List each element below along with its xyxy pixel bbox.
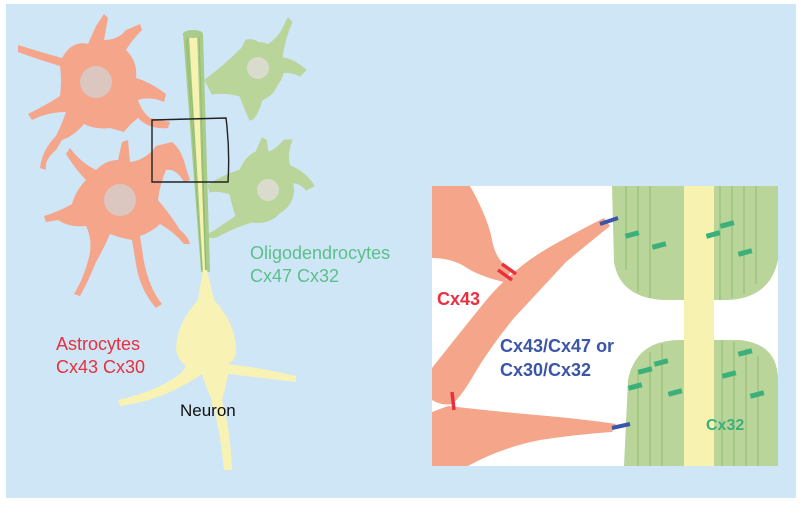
oligodendrocyte-top <box>204 17 307 121</box>
inset-panel <box>432 186 778 466</box>
heterotypic-gap-junction <box>599 216 631 430</box>
oligodendrocytes-connexins-label: Cx47 Cx32 <box>250 266 339 286</box>
inset-cx43-label: Cx43 <box>437 289 480 309</box>
axon-inset <box>684 186 714 466</box>
oligodendrocyte-nucleus <box>257 179 279 201</box>
inset-heterotypic-label-line1: Cx43/Cx47 or <box>500 336 614 356</box>
axon <box>189 33 205 272</box>
astrocyte-processes <box>432 186 616 466</box>
cx32-marks <box>624 220 765 399</box>
oligodendrocyte-nucleus <box>247 57 269 79</box>
myelinated-axon <box>183 30 210 273</box>
neuron-label: Neuron <box>180 401 236 420</box>
inset-cx32-label: Cx32 <box>706 417 744 434</box>
oligodendrocytes-label: Oligodendrocytes <box>250 243 390 263</box>
oligodendrocyte-bottom <box>204 137 315 239</box>
inset-heterotypic-label-line2: Cx30/Cx32 <box>500 360 591 380</box>
zoom-box <box>151 117 230 183</box>
astrocytes-label: Astrocytes <box>56 334 140 354</box>
astrocytes-connexins-label: Cx43 Cx30 <box>56 357 145 377</box>
astrocyte-nucleus <box>104 184 136 216</box>
cx43-gap-junction <box>450 262 518 411</box>
astrocyte-top <box>18 14 170 170</box>
neuron <box>118 270 296 470</box>
astrocyte-nucleus <box>80 66 112 98</box>
